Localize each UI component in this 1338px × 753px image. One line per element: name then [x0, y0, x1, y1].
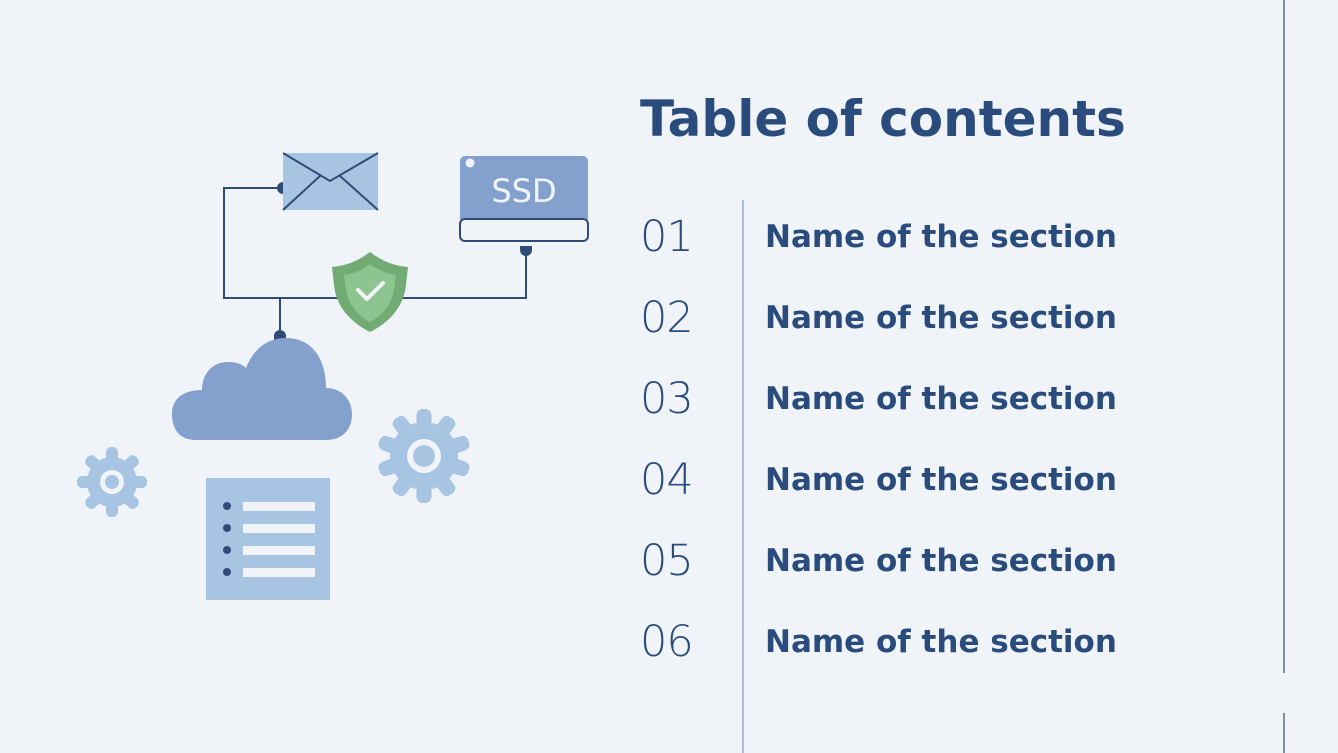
ssd-connector-node: [520, 246, 532, 256]
ssd-label: SSD: [491, 172, 556, 210]
frame-line-top: [1283, 0, 1285, 673]
section-label: Name of the section: [765, 462, 1117, 498]
envelope-icon: [282, 152, 379, 211]
gear-icon-large: [378, 409, 470, 503]
toc-item-02[interactable]: 02 Name of the section: [640, 288, 1240, 348]
toc-item-04[interactable]: 04 Name of the section: [640, 450, 1240, 510]
section-number: 03: [640, 374, 694, 424]
section-number: 04: [640, 455, 694, 505]
section-number: 01: [640, 212, 694, 262]
toc-item-03[interactable]: 03 Name of the section: [640, 369, 1240, 429]
section-label: Name of the section: [765, 300, 1117, 336]
vertical-divider: [742, 200, 744, 753]
section-label: Name of the section: [765, 381, 1117, 417]
toc-item-05[interactable]: 05 Name of the section: [640, 531, 1240, 591]
toc-item-01[interactable]: 01 Name of the section: [640, 207, 1240, 267]
page-title: Table of contents: [640, 90, 1126, 148]
frame-line-bottom: [1283, 713, 1285, 753]
cloud-icon: [172, 338, 352, 440]
section-label: Name of the section: [765, 219, 1117, 255]
network-illustration: SSD: [77, 152, 589, 600]
section-number: 05: [640, 536, 694, 586]
ssd-drive-icon: SSD: [459, 156, 589, 242]
section-number: 02: [640, 293, 694, 343]
shield-check-icon: [332, 252, 408, 332]
section-number: 06: [640, 617, 694, 667]
section-label: Name of the section: [765, 543, 1117, 579]
document-list-icon: [206, 478, 330, 600]
envelope-connector-node: [277, 182, 283, 194]
connector-lines: [223, 187, 527, 330]
gear-icon-small: [77, 447, 147, 517]
section-label: Name of the section: [765, 624, 1117, 660]
toc-item-06[interactable]: 06 Name of the section: [640, 612, 1240, 672]
cloud-connector-node: [274, 330, 286, 340]
